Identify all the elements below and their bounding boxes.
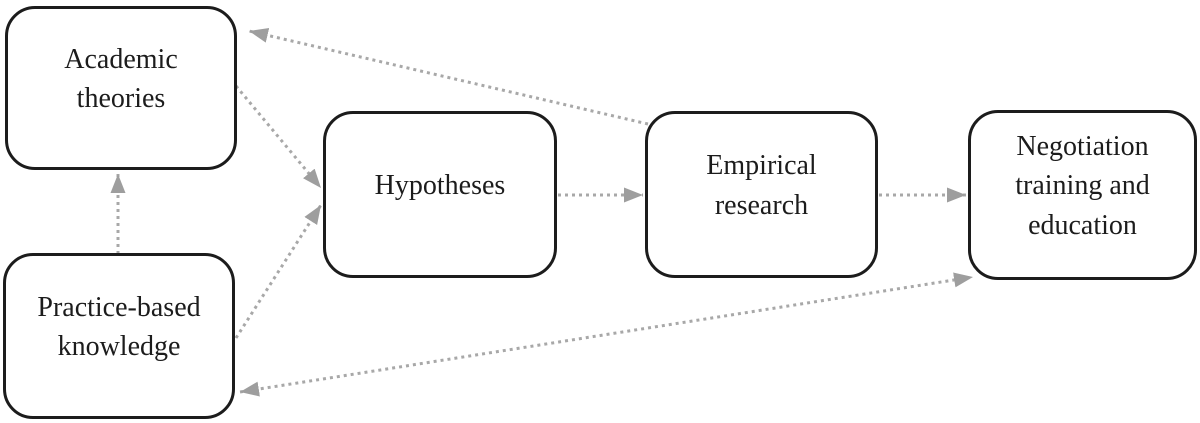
node-empirical-research: Empirical research (645, 111, 878, 278)
arrow-practice-to-hypotheses (234, 204, 323, 339)
arrow-academic-to-hypotheses (234, 85, 323, 189)
node-label: Empirical research (706, 150, 817, 221)
node-hypotheses: Hypotheses (323, 111, 557, 278)
node-academic-theories: Academic theories (5, 6, 237, 170)
node-label: Negotiation training and education (1015, 131, 1150, 241)
node-label: Hypotheses (374, 169, 506, 201)
node-practice-based-knowledge: Practice-based knowledge (3, 253, 235, 419)
arrow-negotiation-practice-feedback (239, 272, 974, 397)
node-negotiation-training: Negotiation training and education (968, 110, 1197, 280)
node-label: Academic theories (64, 43, 178, 114)
node-label: Practice-based knowledge (37, 291, 201, 362)
arrow-empirical-to-academic (248, 28, 649, 126)
